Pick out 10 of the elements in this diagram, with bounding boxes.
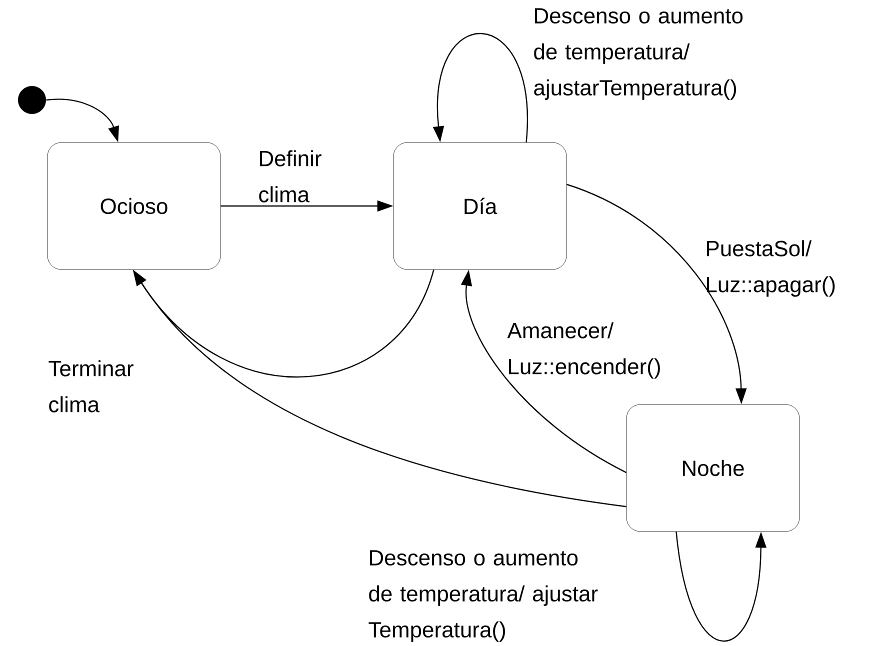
state-box: Ocioso xyxy=(47,142,221,270)
state-box: Día xyxy=(393,142,567,270)
state-box: Noche xyxy=(626,404,800,532)
edge-label: Definir clima xyxy=(259,150,322,202)
edge-label: PuestaSol/ Luz::apagar() xyxy=(707,240,835,297)
edge-label: Amanecer/ Luz::encender() xyxy=(507,322,660,379)
edge-label: Terminar clima xyxy=(48,360,134,412)
edge-label: Descenso o aumento de temperatura/ ajustar Temperatura() xyxy=(368,550,598,642)
edge-label: Descenso o aumento de temperatura/ ajustarTemperatura() xyxy=(534,8,743,100)
initial-state-dot xyxy=(18,86,46,114)
